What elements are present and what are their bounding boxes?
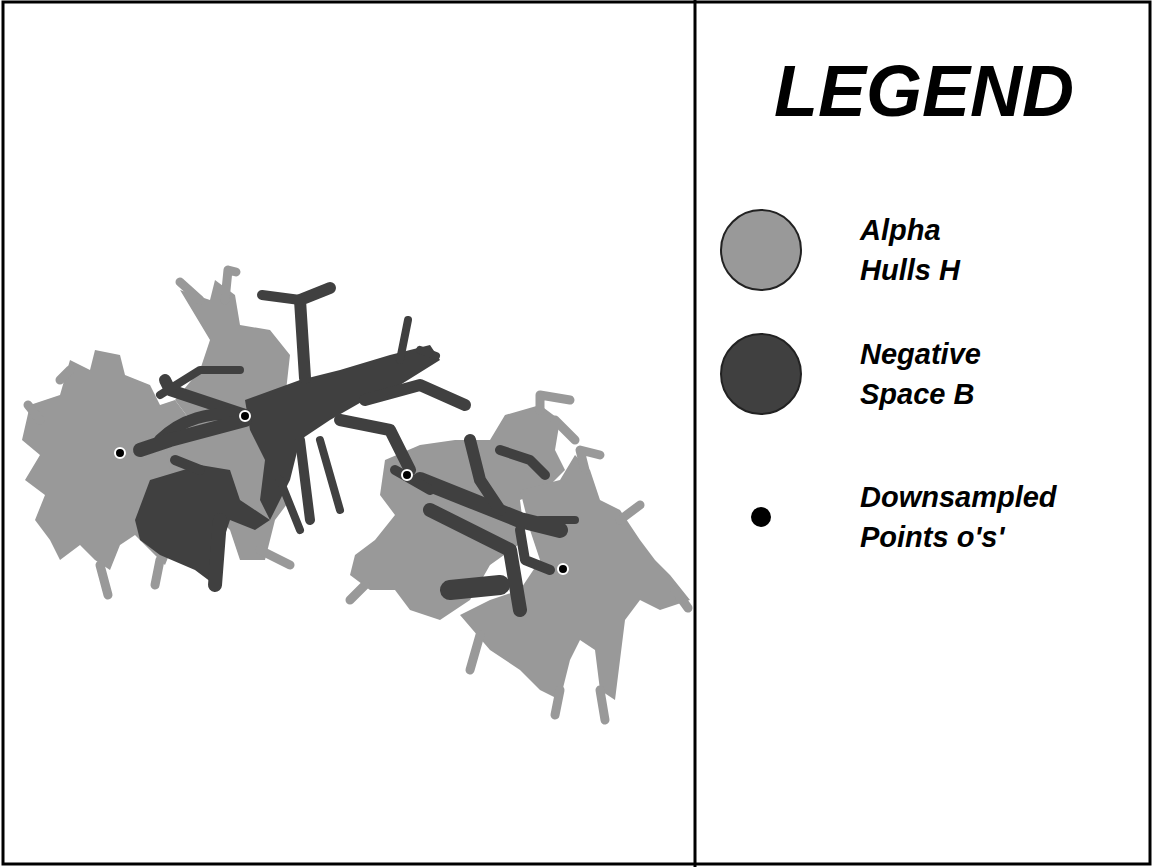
negative-space <box>135 345 440 585</box>
legend-swatch-box <box>716 329 806 419</box>
legend-text: Alpha Hulls H <box>860 210 1010 290</box>
divider <box>694 0 697 867</box>
legend-row: Negative Space B <box>716 329 1010 419</box>
downsampled-points <box>115 411 568 574</box>
legend-swatch-box <box>716 205 806 295</box>
legend-swatch-box <box>716 472 806 562</box>
legend-row: Alpha Hulls H <box>716 205 1010 295</box>
legend-text: Negative Space B <box>860 334 1010 414</box>
legend-text: Downsampled Points o's' <box>860 477 1110 557</box>
frame <box>3 2 1150 864</box>
alpha-hulls <box>22 280 690 700</box>
legend-swatch <box>721 334 801 414</box>
alpha-hull-arms <box>28 270 688 720</box>
legend-swatch <box>751 507 771 527</box>
legend-row: Downsampled Points o's' <box>716 472 1110 562</box>
legend-heading: LEGEND <box>695 52 1153 131</box>
negative-space-branches <box>140 288 575 610</box>
legend-heading-wrap: LEGEND <box>695 52 1153 131</box>
legend-swatch <box>721 210 801 290</box>
